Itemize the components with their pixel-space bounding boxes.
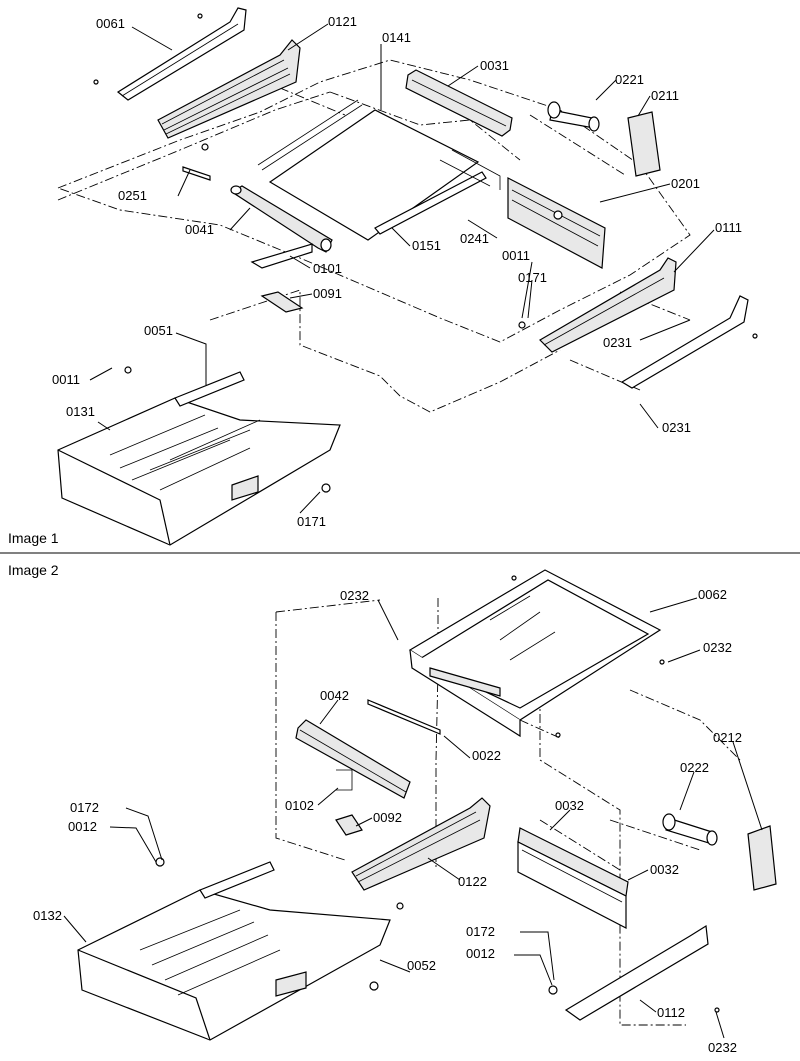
callout-0102: 0102 [285, 798, 314, 813]
callout-0041: 0041 [185, 222, 214, 237]
callout-0052: 0052 [407, 958, 436, 973]
image2-panel: Image 2 [8, 562, 777, 1055]
callout-0171-b: 0171 [297, 514, 326, 529]
slide-right-0112 [548, 924, 720, 1021]
slide-right-0111 [518, 257, 677, 353]
callout-0132: 0132 [33, 908, 62, 923]
leaders-image2 [63, 597, 763, 1039]
callout-0011-b: 0011 [52, 372, 80, 387]
callout-0232-b: 0232 [703, 640, 732, 655]
callout-0032-a: 0032 [555, 798, 584, 813]
assembly-outline-2c [519, 719, 701, 871]
callout-0211: 0211 [651, 88, 679, 103]
callout-0062: 0062 [698, 587, 727, 602]
crisper-pan-0131 [57, 371, 341, 546]
callout-0212: 0212 [713, 730, 742, 745]
callout-0031: 0031 [480, 58, 509, 73]
assembly-outline-pan [209, 289, 561, 413]
crisper-pan-0132 [77, 861, 391, 1041]
callout-0111: 0111 [715, 220, 742, 235]
callout-0051: 0051 [144, 323, 173, 338]
clip-0092 [335, 814, 363, 836]
screw-0251 [182, 166, 211, 181]
glass-shelf-0141 [257, 99, 480, 241]
callout-0011-a: 0011 [502, 248, 530, 263]
callout-0172-a: 0172 [70, 800, 99, 815]
front-frame-0042 [295, 719, 411, 799]
callout-0042: 0042 [320, 688, 349, 703]
callout-0032-b: 0032 [650, 862, 679, 877]
callout-0092: 0092 [373, 810, 402, 825]
callout-0231-b: 0231 [662, 420, 691, 435]
callout-0231-a: 0231 [603, 335, 632, 350]
shelf-frame-0241 [439, 149, 501, 190]
assembly-outline-2b [539, 612, 741, 1026]
bracket-0101 [250, 243, 313, 269]
callout-0232-c: 0232 [708, 1040, 737, 1055]
assembly-outline-shelf [56, 59, 691, 343]
front-frame-0041 [230, 185, 333, 253]
callout-0141: 0141 [382, 30, 411, 45]
callout-0022: 0022 [472, 748, 501, 763]
callout-0122: 0122 [458, 874, 487, 889]
cover-0201 [507, 177, 606, 269]
callout-0171-a: 0171 [518, 270, 547, 285]
end-cap-0211 [627, 111, 661, 177]
callout-0221: 0221 [615, 72, 644, 87]
callout-0172-b: 0172 [466, 924, 495, 939]
callout-0241: 0241 [460, 231, 489, 246]
shelf-rail-right-0231 [620, 295, 758, 389]
image1-panel: 0061 0121 0141 0031 0221 0211 0201 0251 … [8, 7, 758, 546]
screw-0011 [124, 366, 132, 374]
callout-0061: 0061 [96, 16, 125, 31]
callout-0131: 0131 [66, 404, 95, 419]
callout-0012-a: 0012 [68, 819, 97, 834]
callout-0091: 0091 [313, 286, 342, 301]
roller-0221 [547, 101, 600, 132]
image1-caption: Image 1 [8, 530, 59, 546]
slide-left-0122 [351, 797, 491, 910]
slide-left-0121 [157, 39, 301, 151]
callout-0232-a: 0232 [340, 588, 369, 603]
bracket-0102 [336, 769, 353, 791]
callout-0222: 0222 [680, 760, 709, 775]
trim-0151 [374, 171, 487, 235]
leaders-image1 [89, 23, 715, 514]
rear-rail-0031 [405, 69, 513, 137]
screw-0012 [155, 857, 165, 867]
rod-0022 [367, 699, 441, 735]
screw-0052 [369, 981, 379, 991]
callout-0101: 0101 [313, 261, 342, 276]
end-cap-0212 [747, 825, 777, 891]
assembly-outline-inner [57, 87, 521, 201]
cover-bar-0051 [174, 371, 245, 407]
callout-0012-b: 0012 [466, 946, 495, 961]
roller-0222 [662, 813, 718, 846]
callout-0112: 0112 [657, 1005, 685, 1020]
clip-0091 [260, 291, 304, 313]
callout-0251: 0251 [118, 188, 147, 203]
callout-0121: 0121 [328, 14, 357, 29]
glass-shelf-assembly-0062 [408, 569, 665, 738]
callout-0201: 0201 [671, 176, 700, 191]
shelf-rail-left-0061 [93, 7, 247, 101]
image2-caption: Image 2 [8, 562, 59, 578]
screw-0171 [321, 483, 331, 493]
callout-0151: 0151 [412, 238, 441, 253]
rear-rail-0032 [517, 827, 629, 929]
